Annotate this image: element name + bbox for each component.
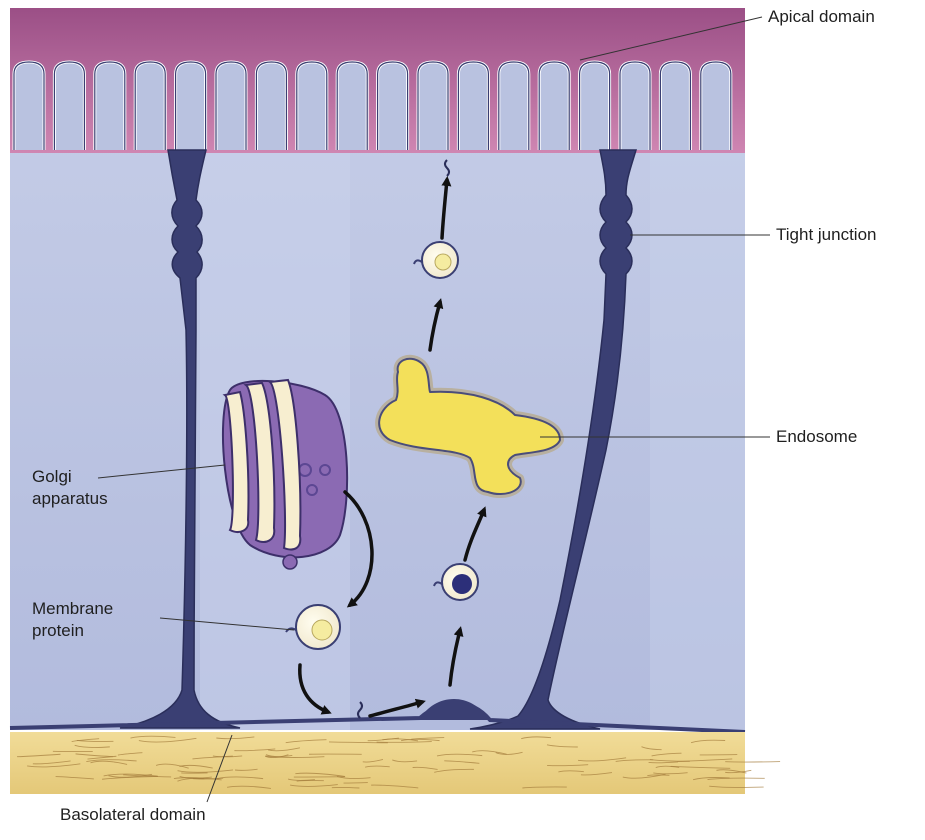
microvillus bbox=[620, 62, 650, 150]
label-golgi-line2: apparatus bbox=[32, 488, 142, 510]
fiber bbox=[332, 787, 360, 788]
microvillus bbox=[297, 62, 327, 150]
microvillus bbox=[580, 62, 610, 150]
microvillus bbox=[378, 62, 408, 150]
label-golgi-apparatus: Golgi apparatus bbox=[32, 466, 142, 510]
microvillus bbox=[14, 62, 44, 150]
microvillus bbox=[701, 62, 731, 150]
label-endosome: Endosome bbox=[776, 426, 857, 448]
microvillus bbox=[418, 62, 448, 150]
microvillus bbox=[256, 62, 286, 150]
microvillus bbox=[95, 62, 125, 150]
microvillus bbox=[54, 62, 84, 150]
label-membrane-line2: protein bbox=[32, 620, 142, 642]
microvillus bbox=[337, 62, 367, 150]
label-golgi-line1: Golgi bbox=[32, 466, 142, 488]
microvillus bbox=[539, 62, 569, 150]
label-apical-domain: Apical domain bbox=[768, 6, 875, 28]
label-basolateral-domain: Basolateral domain bbox=[60, 804, 206, 826]
label-tight-junction: Tight junction bbox=[776, 224, 876, 246]
microvillus bbox=[660, 62, 690, 150]
microvillus bbox=[216, 62, 246, 150]
cytoplasm-band bbox=[650, 150, 745, 730]
microvillus bbox=[499, 62, 529, 150]
label-membrane-line1: Membrane bbox=[32, 598, 142, 620]
microvillus bbox=[458, 62, 488, 150]
label-membrane-protein: Membrane protein bbox=[32, 598, 142, 642]
microvillus bbox=[176, 62, 206, 150]
microvillus bbox=[135, 62, 165, 150]
